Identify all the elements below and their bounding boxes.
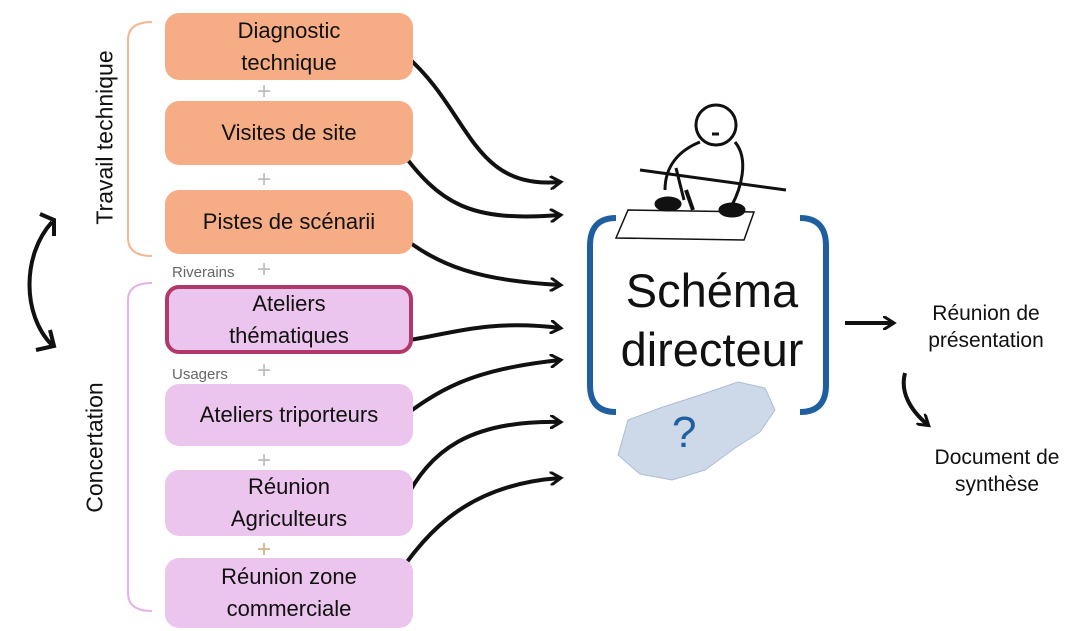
concertation-bracket (127, 282, 153, 612)
box-reunion-zone-commerciale: Réunion zone commerciale (165, 558, 413, 628)
box-visites-de-site: Visites de site (165, 101, 413, 165)
group-label-technique: Travail technique (91, 50, 118, 225)
box-label: Visites de site (221, 120, 357, 146)
plus-sign: + (256, 447, 271, 474)
annotation-riverains: Riverains (172, 264, 235, 281)
person-drawing-illustration (614, 103, 787, 241)
box-label: Diagnostic technique (237, 17, 341, 75)
box-diagnostic-technique: Diagnostic technique (165, 13, 413, 80)
arrow-ateliers-thematiques (393, 325, 560, 344)
box-pistes-de-scenarii: Pistes de scénarii (165, 190, 413, 254)
box-label: Réunion Agriculteurs (230, 474, 348, 531)
schema-directeur-title: Schéma directeur (620, 264, 804, 376)
plus-sign: + (256, 536, 271, 563)
schema-right-bracket (799, 215, 829, 415)
arrow-to-document (901, 372, 928, 425)
plus-sign: + (256, 256, 271, 283)
arrow-agriculteurs (402, 422, 560, 503)
schema-left-bracket (587, 215, 617, 415)
arrow-pistes (394, 230, 560, 285)
box-label: Pistes de scénarii (202, 209, 376, 235)
box-label: Ateliers thématiques (229, 290, 349, 348)
box-reunion-agriculteurs: Réunion Agriculteurs (165, 470, 413, 536)
arrow-ateliers-triporteurs (390, 360, 560, 427)
arrow-zone-commerciale (386, 478, 560, 592)
question-mark: ? (672, 408, 697, 457)
plus-sign: + (256, 166, 271, 193)
arrow-visites (396, 145, 560, 216)
box-label: Ateliers triporteurs (199, 402, 379, 428)
territory-map-illustration (617, 381, 776, 481)
box-ateliers-triporteurs: Ateliers triporteurs (165, 384, 413, 446)
plus-sign: + (256, 357, 271, 384)
group-label-concertation: Concertation (81, 382, 108, 513)
box-label: Réunion zone commerciale (221, 564, 357, 621)
technique-bracket (127, 21, 153, 257)
arrow-diagnostic (403, 53, 560, 183)
annotation-usagers: Usagers (172, 366, 228, 383)
output-document-synthese: Document de synthèse (934, 446, 1060, 497)
output-reunion-presentation: Réunion de présentation (928, 302, 1044, 353)
exchange-arrow (27, 220, 54, 347)
box-ateliers-thematiques: Ateliers thématiques (165, 285, 413, 354)
plus-sign: + (256, 78, 271, 105)
